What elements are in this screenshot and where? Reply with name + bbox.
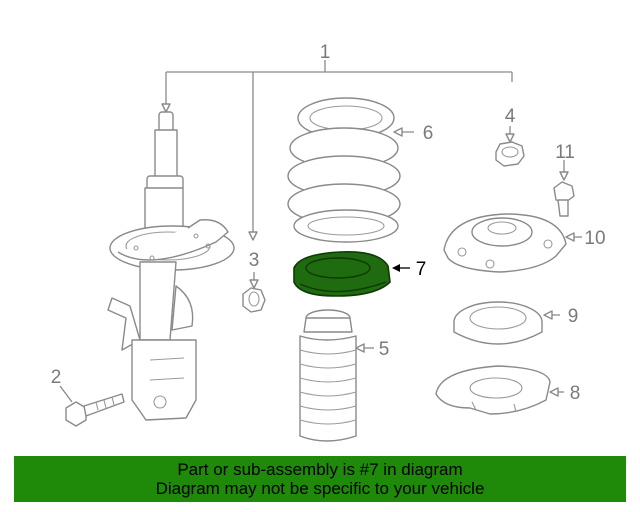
bolt-part-11: 11 [553, 142, 575, 217]
callout-10: 10 [584, 228, 605, 249]
coil-spring-part-6: 6 [287, 97, 434, 243]
dust-boot-part-5: 5 [299, 309, 390, 442]
banner-line-1: Part or sub-assembly is #7 in diagram [177, 460, 463, 479]
strut-assembly [107, 111, 235, 421]
callout-7: 7 [416, 259, 427, 280]
strut-mount-part-10: 10 [443, 213, 606, 273]
callout-11: 11 [555, 142, 575, 163]
callout-5: 5 [379, 339, 390, 360]
spring-insulator-part-7: 7 [293, 250, 427, 297]
nut-part-3: 3 [242, 250, 266, 313]
info-banner: Part or sub-assembly is #7 in diagram Di… [14, 456, 626, 502]
bolt-part-2: 2 [51, 367, 125, 427]
callout-2: 2 [51, 367, 62, 388]
callout-3: 3 [249, 250, 260, 271]
nut-part-4: 4 [495, 106, 525, 167]
parts-diagram: 1 2 3 4 [51, 42, 606, 442]
callout-6: 6 [423, 123, 434, 144]
callout-1: 1 [320, 42, 331, 63]
bearing-part-9: 9 [453, 301, 579, 345]
callout-9: 9 [568, 306, 579, 327]
upper-insulator-part-8: 8 [435, 365, 581, 415]
callout-4: 4 [505, 106, 516, 127]
callout-1-bracket: 1 [161, 42, 513, 241]
banner-line-2: Diagram may not be specific to your vehi… [155, 479, 485, 498]
callout-8: 8 [570, 383, 581, 404]
